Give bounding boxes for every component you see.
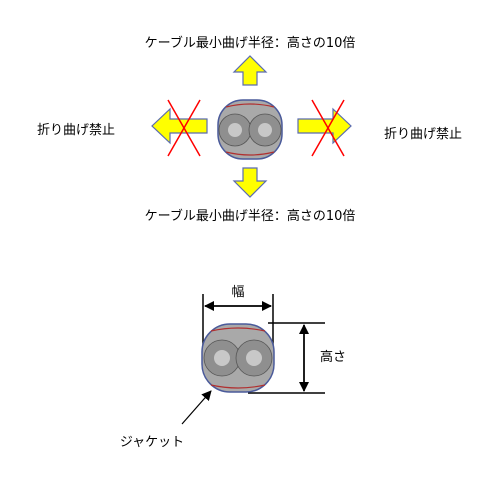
top-cable-cross-section: [217, 99, 283, 160]
jacket-label: ジャケット: [120, 435, 184, 450]
cable-inner-line: [210, 327, 266, 389]
width-dimension: [202, 294, 274, 346]
up-arrow-icon: [232, 55, 268, 86]
right-no-bend-label: 折り曲げ禁止: [384, 127, 462, 142]
top-bend-radius-label: ケーブル最小曲げ半径：高さの10倍: [145, 35, 356, 51]
left-forbidden-cross-icon: [167, 99, 201, 157]
right-arrow-icon: [297, 107, 352, 145]
bottom-cable-cross-section: [201, 323, 275, 393]
cable-inner-line: [225, 103, 275, 156]
width-label: 幅: [231, 285, 244, 300]
bottom-bend-radius-label: ケーブル最小曲げ半径：高さの10倍: [145, 208, 356, 224]
left-arrow-icon: [151, 107, 208, 145]
height-label: 高さ: [320, 349, 346, 365]
left-no-bend-label: 折り曲げ禁止: [37, 123, 115, 138]
down-arrow-icon: [232, 167, 268, 198]
right-forbidden-cross-icon: [311, 99, 345, 157]
jacket-pointer-arrow: [181, 390, 212, 425]
height-dimension: [248, 322, 325, 394]
